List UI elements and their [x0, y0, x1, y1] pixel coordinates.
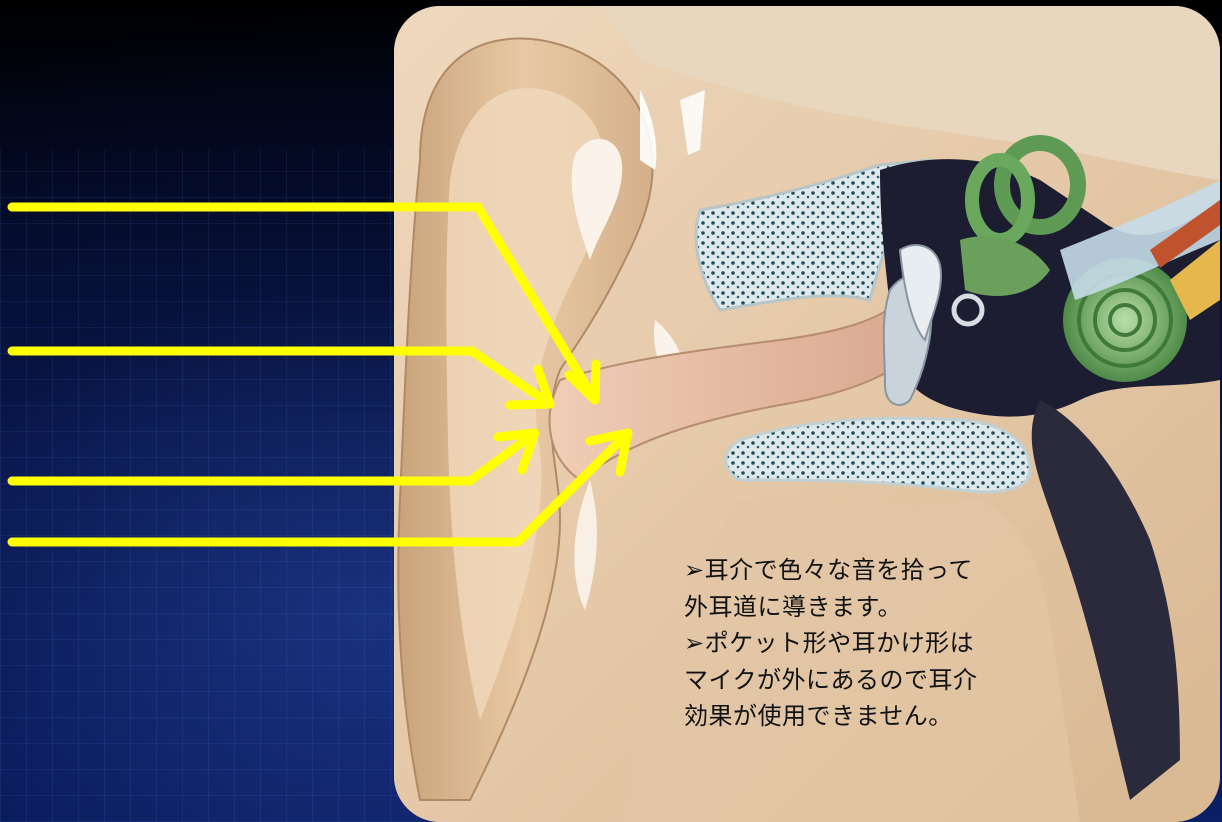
- caption-text: ➢耳介で色々な音を拾って 外耳道に導きます。 ➢ポケット形や耳かけ形は マイクが…: [684, 552, 1104, 735]
- caption-line-5: 効果が使用できません。: [684, 698, 1104, 735]
- caption-line-2: 外耳道に導きます。: [684, 589, 1104, 626]
- caption-line-3: ➢ポケット形や耳かけ形は: [684, 625, 1104, 662]
- arrowhead-bullet-icon: ➢: [684, 629, 705, 657]
- background-grid: [0, 150, 420, 822]
- caption-line-4: マイクが外にあるので耳介: [684, 662, 1104, 699]
- arrowhead-bullet-icon: ➢: [684, 556, 705, 584]
- caption-line-1: ➢耳介で色々な音を拾って: [684, 552, 1104, 589]
